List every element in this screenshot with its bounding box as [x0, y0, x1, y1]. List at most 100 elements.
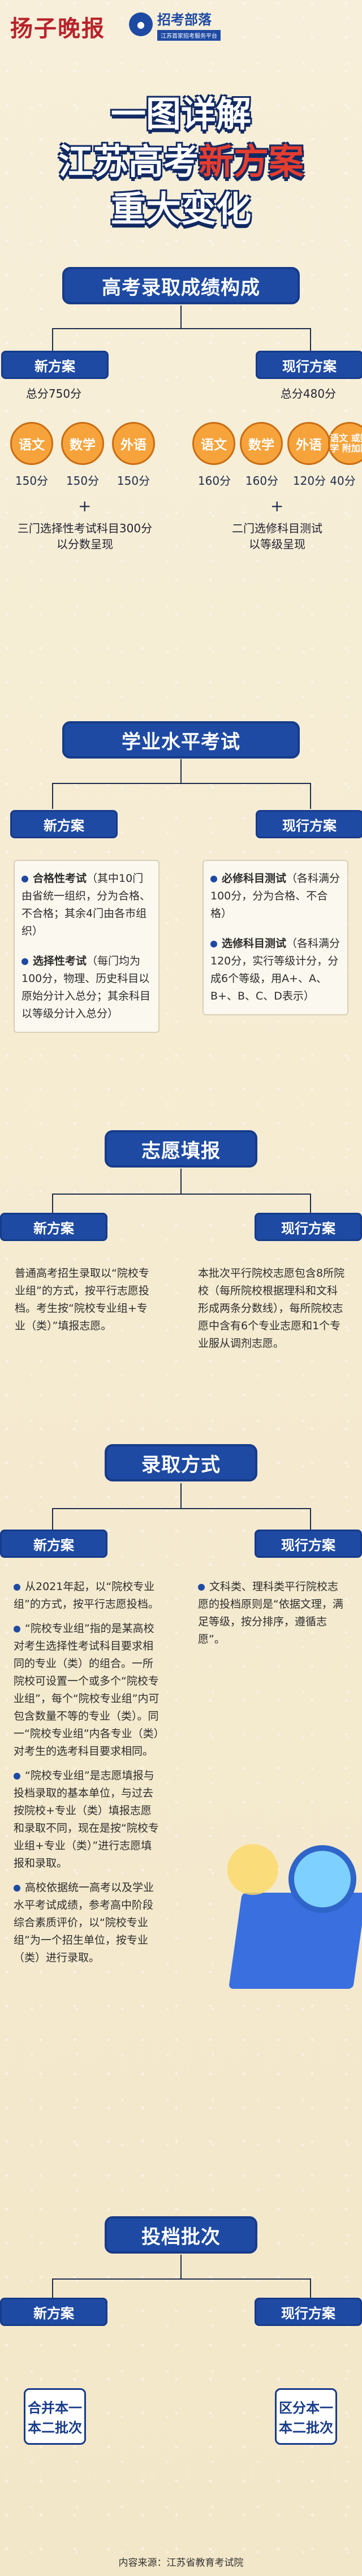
admission-new-item-1: 从2021年起，以“院校专业组”的方式，按平行志愿投档。: [14, 1578, 162, 1613]
globe-icon: [288, 1845, 356, 1913]
book-icon: [229, 1893, 362, 1989]
academic-old-item-1-text: （各科满分100分，分为合格、不合格）: [210, 872, 341, 920]
section-score-right-drop: [310, 328, 311, 352]
hero-title: 一图详解 江苏高考新方案 重大变化: [0, 91, 362, 233]
hero-line-2: 江苏高考新方案: [58, 141, 304, 182]
section-batch-title: 投档批次: [105, 2216, 257, 2254]
hero-line-3: 重大变化: [110, 188, 251, 230]
score-old-note-line-2: 以等级呈现: [249, 537, 305, 551]
section-batch-right-drop: [310, 2278, 311, 2299]
section-admission-connector: [180, 1483, 182, 1508]
academic-old-box: 必修科目测试（各科满分100分，分为合格、不合格） 选修科目测试（各科满分120…: [202, 860, 348, 1015]
academic-new-item-2-title: 选择性考试: [33, 955, 87, 967]
score-new-plus-icon: +: [78, 497, 92, 515]
score-old-value-4: 40分: [330, 474, 356, 488]
batch-new-label: 新方案: [0, 2298, 107, 2326]
admission-new-item-1-text: 从2021年起，以“院校专业组”的方式，按平行志愿投档。: [14, 1580, 159, 1610]
bullet-icon: [21, 876, 28, 882]
score-new-label: 新方案: [1, 351, 109, 379]
score-new-note-line-1: 三门选择性考试科目300分: [17, 522, 153, 535]
admission-old-label: 现行方案: [255, 1530, 362, 1558]
bullet-icon: [14, 1626, 20, 1632]
section-volunteer-title: 志愿填报: [105, 1130, 257, 1168]
academic-old-item-2-text: （各科满分120分，实行等级计分，分成6个等级，用A+、A、B+、B、C、D表示…: [210, 937, 341, 1002]
admission-new-item-3-text: “院校专业组”是志愿填报与投档录取的基本单位，与过去按院校+专业（类）填报志愿和…: [14, 1769, 159, 1869]
section-academic-title: 学业水平考试: [62, 721, 300, 759]
bullet-icon: [14, 1773, 20, 1780]
volunteer-old-text: 本批次平行院校志愿包含8所院校（每所院校根据理科和文科形成两条分数线），每所院校…: [198, 1267, 345, 1350]
admission-new-item-2: “院校专业组”指的是某高校对考生选择性考试科目要求相同的专业（类）的组合。一所院…: [14, 1620, 162, 1760]
score-new-total: 总分750分: [25, 387, 82, 400]
brand-secondary-subtitle: 江苏首家招考服务平台: [157, 29, 221, 41]
score-old-plus-icon: +: [270, 497, 284, 515]
section-volunteer-connector: [180, 1169, 182, 1194]
academic-new-item-2: 选择性考试（每门均为100分，物理、历史科目以原始分计入总分；其余科目以等级分计…: [21, 953, 152, 1023]
score-old-value-2: 160分: [245, 474, 279, 488]
brand-badge-icon: ●: [129, 12, 153, 36]
section-admission-right-drop: [310, 1508, 311, 1530]
section-admission-title: 录取方式: [105, 1444, 257, 1481]
score-new-subject-2: 数学: [61, 422, 104, 465]
batch-new-card: 合并本一 本二批次: [24, 2388, 86, 2445]
section-volunteer-left-drop: [52, 1194, 53, 1213]
score-old-value-1: 160分: [197, 474, 231, 488]
academic-new-label: 新方案: [10, 810, 118, 838]
score-new-subject-3: 外语: [112, 422, 155, 465]
brand-secondary: ● 招考部落 江苏首家招考服务平台: [129, 10, 225, 41]
academic-new-item-1: 合格性考试（其中10门由省统一组织，分为合格、不合格；其余4门由各市组织）: [21, 870, 152, 940]
academic-old-item-1-title: 必修科目测试: [222, 872, 287, 885]
admission-new-item-3: “院校专业组”是志愿填报与投档录取的基本单位，与过去按院校+专业（类）填报志愿和…: [14, 1767, 162, 1872]
admission-new-item-4-text: 高校依据统一高考以及学业水平考试成绩，参考高中阶段综合素质评价，以“院校专业组”…: [14, 1881, 154, 1964]
score-old-value-3: 120分: [292, 474, 326, 488]
academic-old-item-2: 选修科目测试（各科满分120分，实行等级计分，分成6个等级，用A+、A、B+、B…: [210, 935, 341, 1005]
bullet-icon: [21, 958, 28, 965]
section-academic-connector: [180, 759, 182, 783]
score-old-total: 总分480分: [280, 387, 337, 400]
academic-old-label: 现行方案: [256, 810, 362, 838]
score-new-value-1: 150分: [15, 474, 49, 488]
admission-old-item-1: 文科类、理科类平行院校志愿的投档原则是“依据文理，满足等级，按分排序，遵循志愿”…: [198, 1578, 346, 1648]
bullet-icon: [198, 1584, 205, 1591]
admission-new-item-2-text: “院校专业组”指的是某高校对考生选择性考试科目要求相同的专业（类）的组合。一所院…: [14, 1622, 160, 1757]
academic-new-item-1-title: 合格性考试: [33, 872, 87, 885]
score-new-value-3: 150分: [117, 474, 150, 488]
admission-old-item-1-text: 文科类、理科类平行院校志愿的投档原则是“依据文理，满足等级，按分排序，遵循志愿”…: [198, 1580, 343, 1645]
academic-old-item-2-title: 选修科目测试: [222, 937, 287, 950]
score-old-subject-1: 语文: [192, 422, 235, 465]
section-score-connector: [180, 305, 182, 328]
score-old-subject-3: 外语: [287, 422, 330, 465]
bullet-icon: [14, 1584, 20, 1591]
volunteer-old-label: 现行方案: [255, 1213, 362, 1241]
lamp-icon: [227, 1844, 278, 1895]
section-batch-left-drop: [52, 2278, 53, 2299]
hero-line-1: 一图详解: [110, 93, 251, 135]
brand-secondary-title: 招考部落: [157, 11, 212, 28]
section-batch-connector: [180, 2255, 182, 2278]
bullet-icon: [14, 1885, 20, 1892]
score-old-subject-2: 数学: [240, 422, 283, 465]
section-academic-branch: [52, 783, 310, 784]
bullet-icon: [210, 876, 217, 882]
section-score-left-drop: [52, 328, 53, 352]
bullet-icon: [210, 941, 217, 947]
score-old-note-line-1: 二门选修科目测试: [232, 522, 322, 535]
batch-old-label: 现行方案: [255, 2298, 362, 2326]
section-batch-branch: [52, 2278, 310, 2280]
score-old-label: 现行方案: [256, 351, 362, 379]
section-academic-right-drop: [310, 783, 311, 809]
section-score-title: 高考录取成绩构成: [62, 267, 300, 304]
volunteer-new-text: 普通高考招生录取以“院校专业组”的方式，按平行志愿投档。考生按“院校专业组+专业…: [15, 1267, 149, 1332]
section-admission-branch: [52, 1508, 310, 1509]
section-volunteer-branch: [52, 1194, 310, 1195]
section-score-branch: [52, 328, 310, 329]
section-volunteer-right-drop: [310, 1194, 311, 1213]
brand-logo: 扬子晚报: [10, 15, 105, 42]
admission-new-label: 新方案: [0, 1530, 107, 1558]
score-old-subject-4: 语文 或数学 附加题: [328, 422, 362, 465]
score-new-subject-1: 语文: [10, 422, 53, 465]
academic-new-item-1-text: （其中10门由省统一组织，分为合格、不合格；其余4门由各市组织）: [21, 872, 151, 937]
volunteer-new-label: 新方案: [0, 1213, 107, 1241]
score-new-note-line-2: 以分数呈现: [57, 537, 113, 551]
academic-new-box: 合格性考试（其中10门由省统一组织，分为合格、不合格；其余4门由各市组织） 选择…: [14, 860, 160, 1033]
admission-new-item-4: 高校依据统一高考以及学业水平考试成绩，参考高中阶段综合素质评价，以“院校专业组”…: [14, 1879, 162, 1967]
